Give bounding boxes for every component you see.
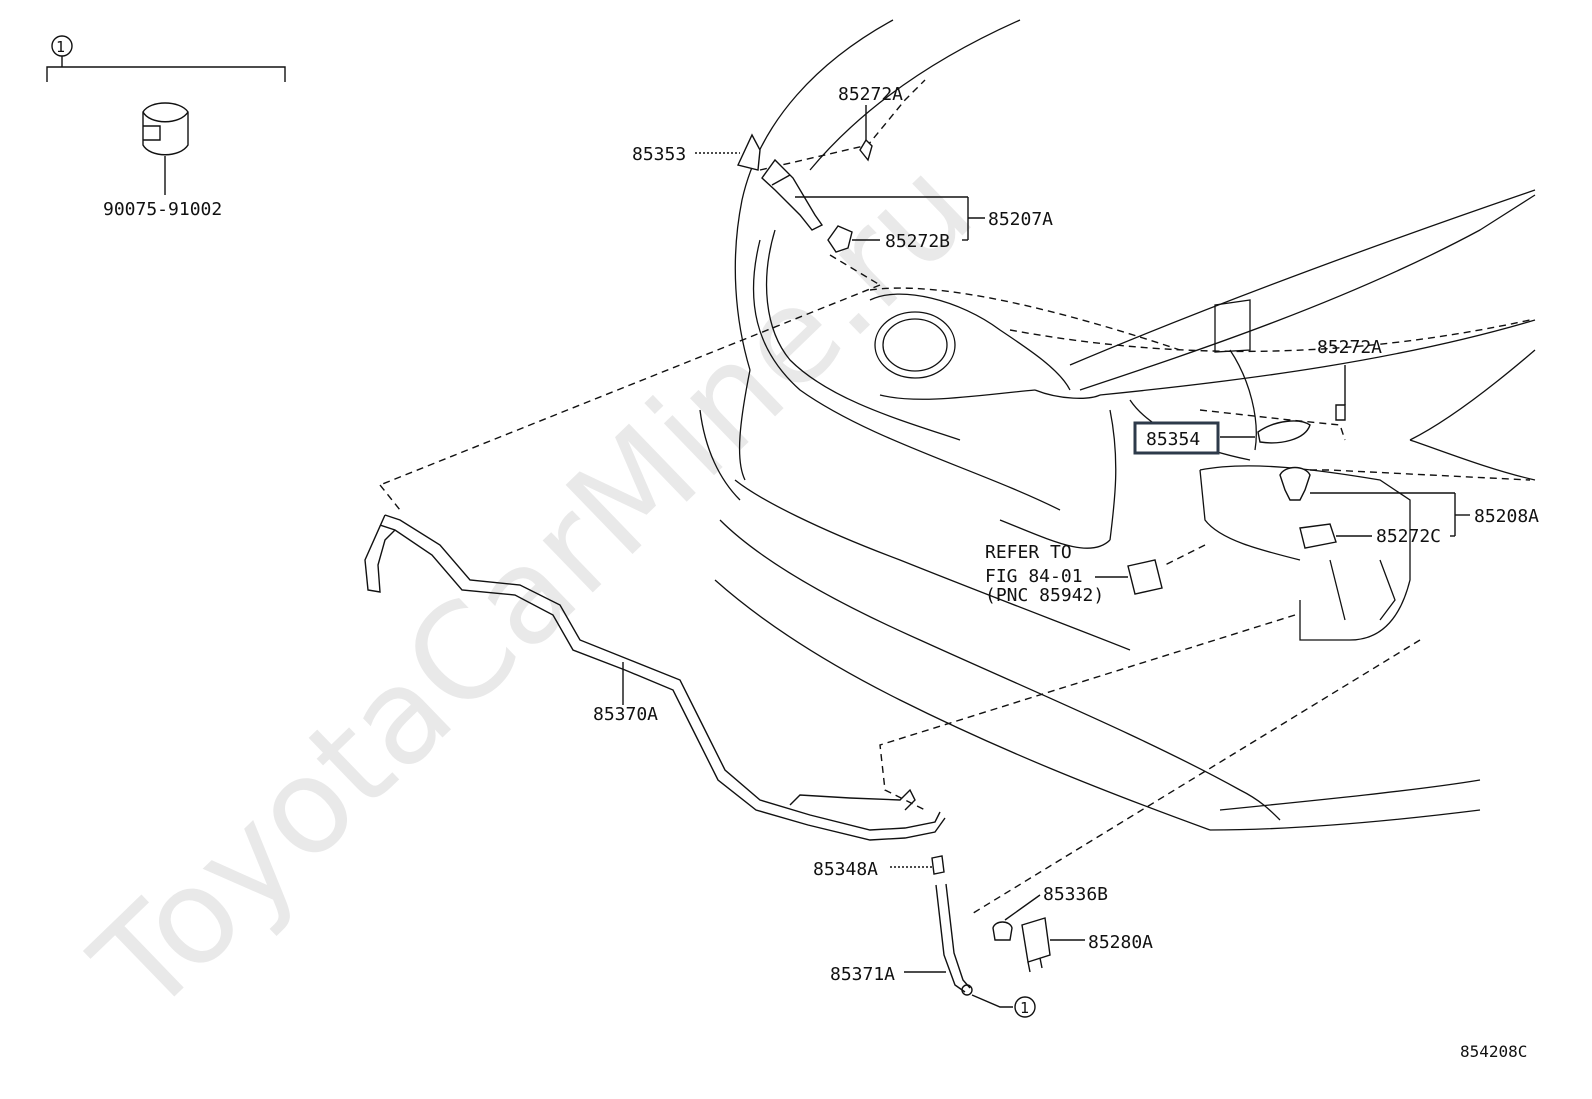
refer-line-3: (PNC 85942) [985, 585, 1104, 606]
cover-part-85354 [1220, 420, 1311, 444]
car-body-outline [699, 19, 1536, 831]
part-label-85208A: 85208A [1474, 506, 1539, 527]
hose-part-85370A [364, 514, 946, 841]
part-label-85272C: 85272C [1376, 526, 1441, 547]
nozzle-cap-part [695, 133, 761, 171]
part-label-85280A: 85280A [1088, 932, 1153, 953]
hose-part-85371A: 1 [904, 883, 1036, 1018]
callout-1-number-bottom: 1 [1020, 999, 1029, 1017]
part-label-85336B: 85336B [1043, 884, 1108, 905]
clip-part-85272B [827, 225, 968, 253]
clamp-part [142, 102, 189, 195]
part-label-85272B: 85272B [885, 231, 950, 252]
check-valve-part-85348A [890, 855, 945, 875]
callout-1-number: 1 [56, 38, 65, 56]
part-label-85353: 85353 [632, 144, 686, 165]
highlight-box-85354 [1133, 421, 1220, 455]
part-label-85272A-right: 85272A [1317, 337, 1382, 358]
grommet-part-85336B [992, 894, 1041, 941]
refer-line-1: REFER TO [985, 542, 1072, 563]
watermark: ToyotaCarMine.ru [65, 131, 1002, 1044]
part-label-85370A: 85370A [593, 704, 658, 725]
part-label-85348A: 85348A [813, 859, 878, 880]
clip-part-85272A-right [1335, 365, 1346, 421]
nozzle-part-85207A [761, 158, 985, 240]
clip-part-85272A-top [859, 105, 873, 162]
refer-line-2: FIG 84-01 [985, 566, 1083, 587]
connector-part-85942 [1095, 559, 1163, 595]
part-label-85207A: 85207A [988, 209, 1053, 230]
washer-motor-part-85280A [1021, 917, 1085, 973]
dashed-leaders [379, 79, 1531, 916]
part-label-85371A: 85371A [830, 964, 895, 985]
nozzle-part-85208A [1279, 466, 1470, 536]
clip-part-85272C [1299, 523, 1455, 549]
part-label-85354: 85354 [1146, 429, 1200, 450]
figure-code: 854208C [1460, 1042, 1527, 1061]
callout-1-bracket: 1 [46, 35, 286, 82]
part-label-90075-91002: 90075-91002 [103, 199, 222, 220]
part-label-85272A-top: 85272A [838, 84, 903, 105]
